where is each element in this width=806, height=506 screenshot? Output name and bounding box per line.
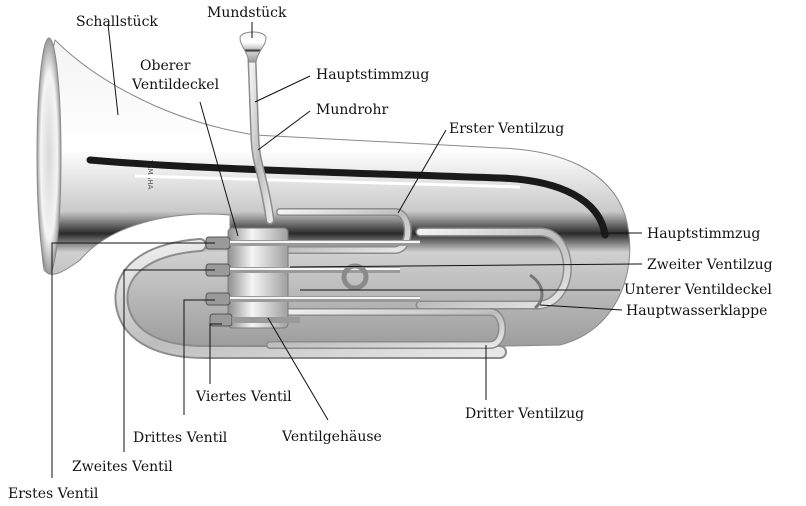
label-unterer-ventildeckel: Unterer Ventildeckel	[624, 282, 772, 298]
mouthpiece	[240, 32, 266, 62]
label-drittes-ventil: Drittes Ventil	[133, 430, 228, 446]
label-oberer-ventildeckel-2: Ventildeckel	[131, 77, 220, 93]
label-ventilgehaeuse: Ventilgehäuse	[281, 429, 382, 445]
label-dritter-ventilzug: Dritter Ventilzug	[465, 406, 584, 422]
label-mundrohr: Mundrohr	[316, 102, 388, 118]
label-oberer-ventildeckel-1: Oberer	[140, 58, 191, 74]
label-hauptstimmzug-right: Hauptstimmzug	[647, 226, 760, 242]
bell-mouth	[37, 38, 61, 274]
label-hauptwasserklappe: Hauptwasserklappe	[626, 303, 767, 319]
label-schallstueck: Schallstück	[76, 14, 158, 30]
label-viertes-ventil: Viertes Ventil	[195, 389, 292, 405]
label-erster-ventilzug: Erster Ventilzug	[449, 121, 564, 137]
label-zweiter-ventilzug: Zweiter Ventilzug	[647, 257, 773, 273]
label-erstes-ventil: Erstes Ventil	[8, 486, 99, 502]
leader-hauptstimmzug-top	[255, 76, 310, 102]
valve-button-3	[206, 293, 230, 305]
label-hauptstimmzug-top: Hauptstimmzug	[316, 67, 429, 83]
label-mundstueck: Mundstück	[207, 5, 287, 21]
label-zweites-ventil: Zweites Ventil	[72, 459, 173, 475]
